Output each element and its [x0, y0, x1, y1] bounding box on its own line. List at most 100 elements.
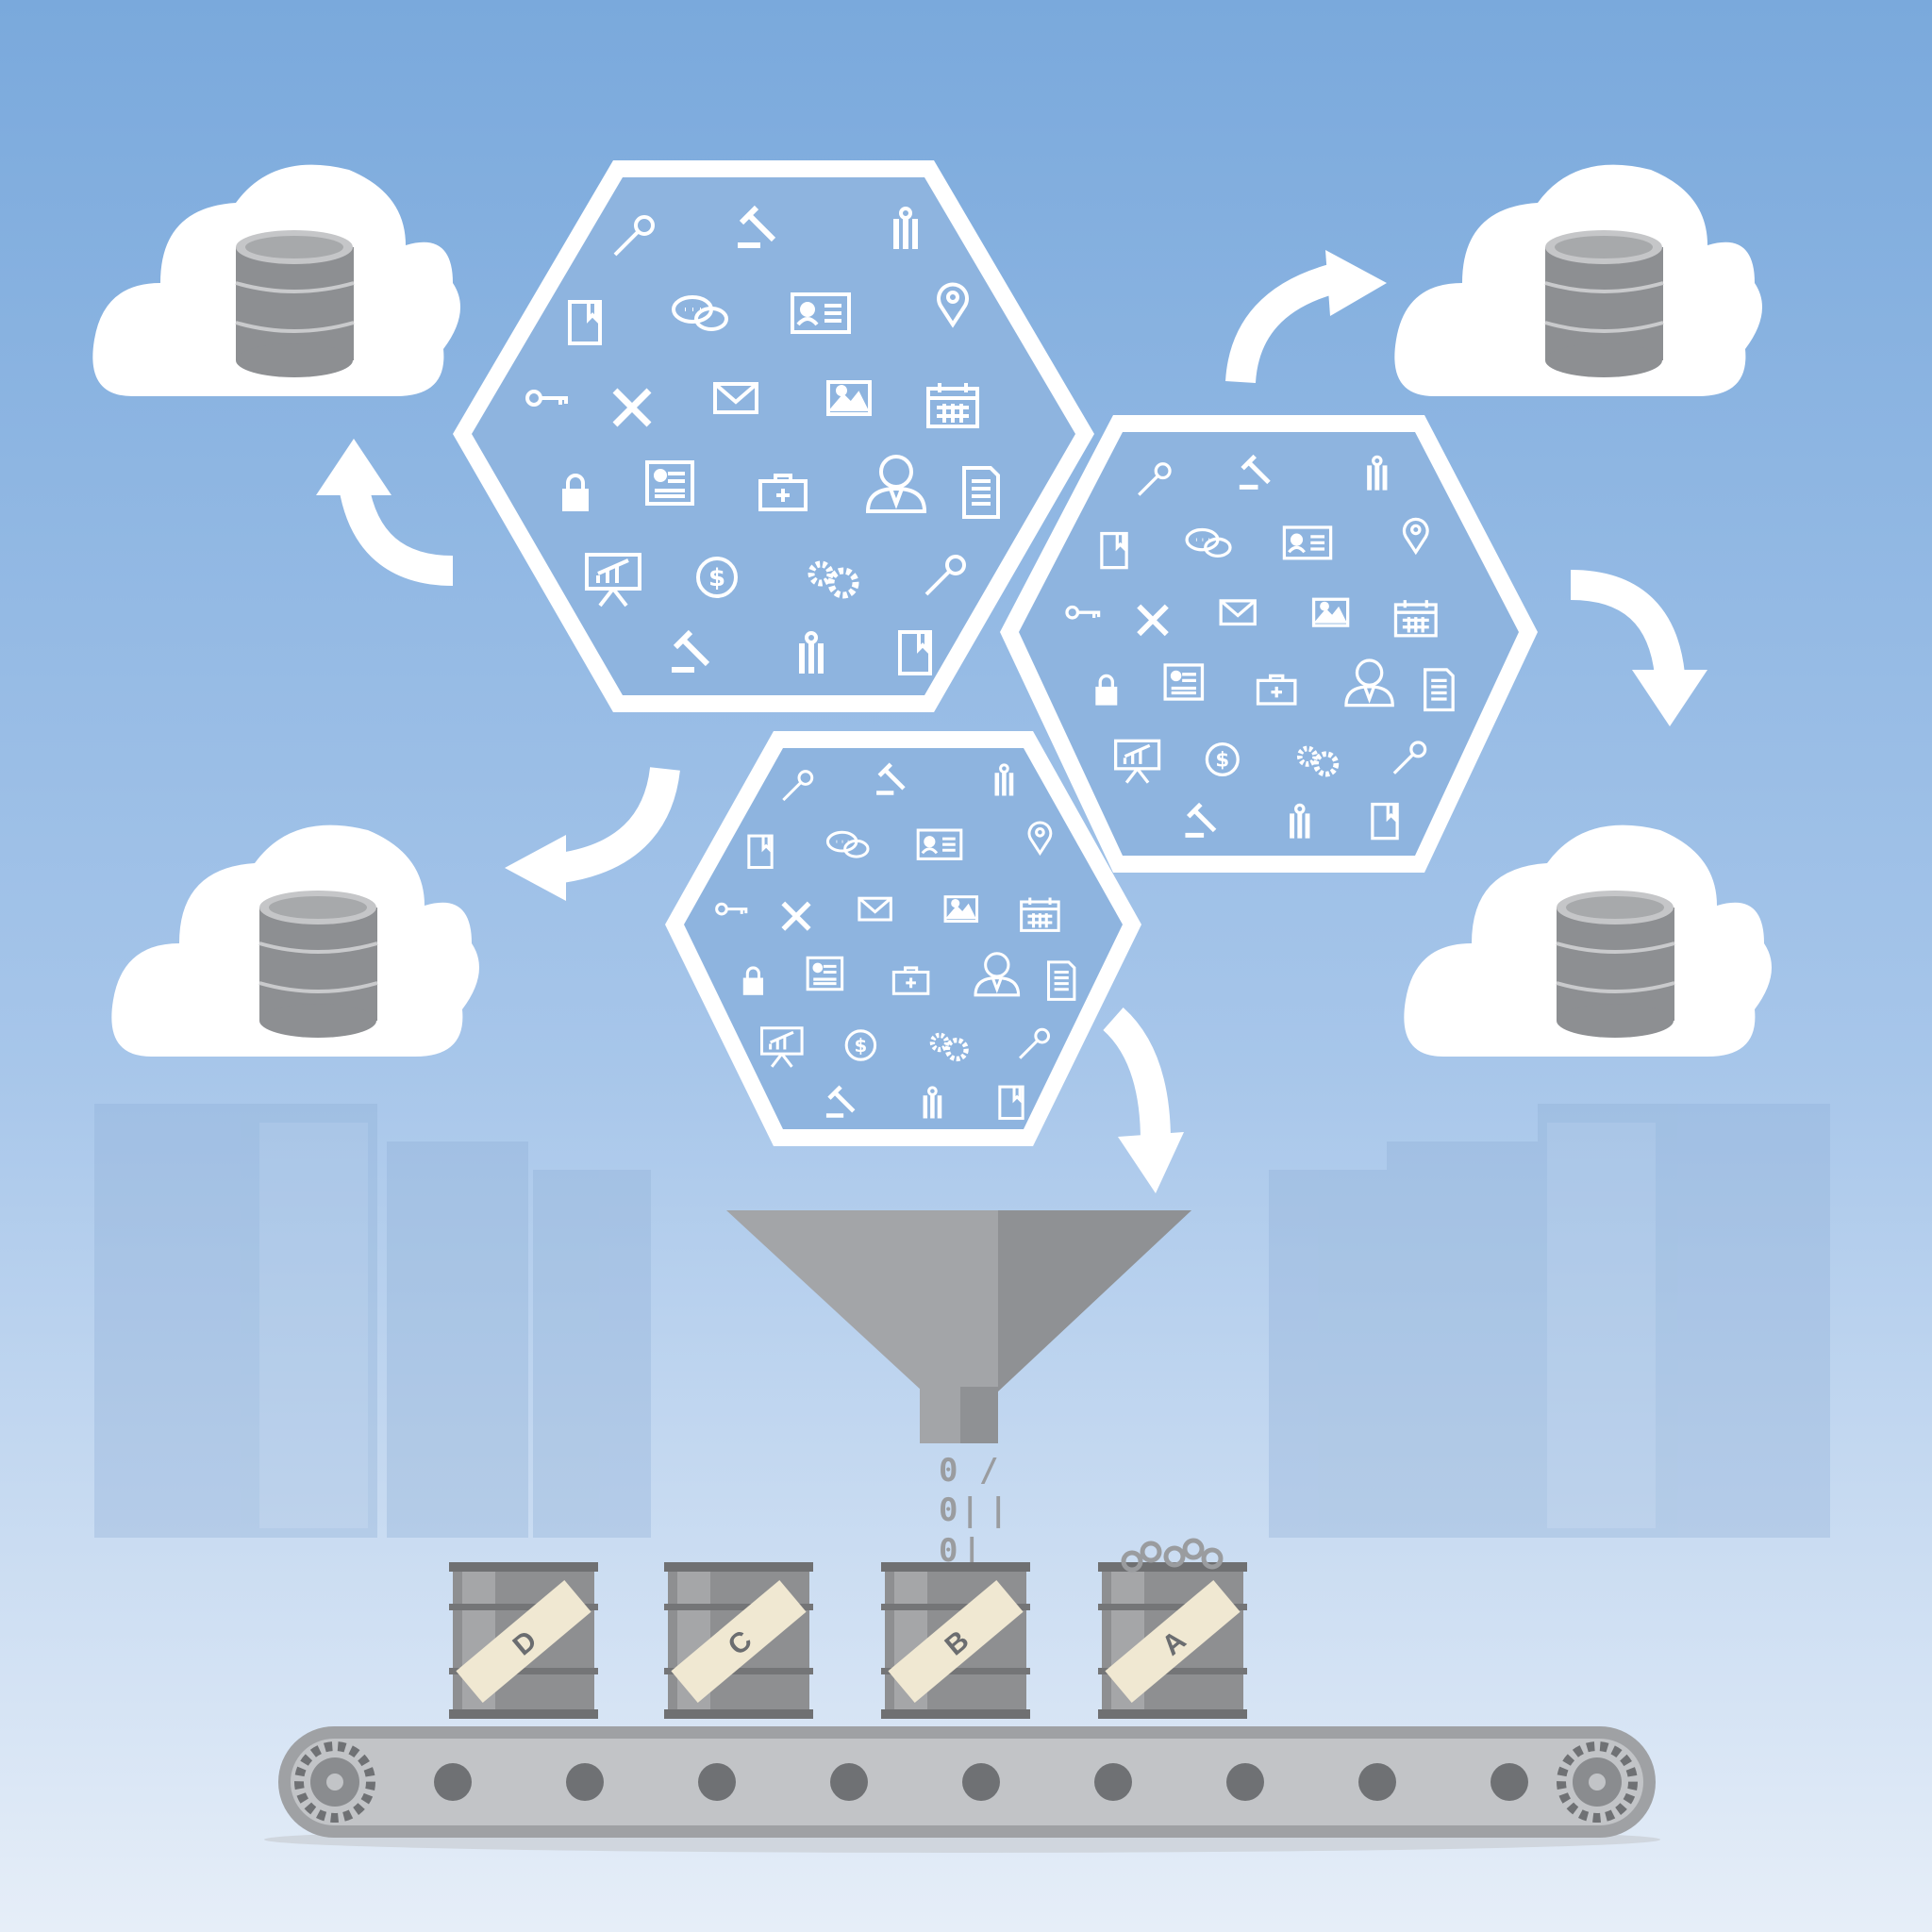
barrel-d: D: [449, 1562, 598, 1719]
user-icon: [974, 952, 1021, 997]
medical-kit-icon: [758, 474, 808, 511]
svg-text:$: $: [1215, 748, 1229, 772]
tools-icon: [1137, 604, 1169, 637]
profile-card-icon: [1163, 663, 1205, 701]
book-icon: [1371, 802, 1399, 841]
document-icon: [962, 466, 1000, 519]
map-pin-icon: [1402, 517, 1429, 556]
binary-digit: 0: [939, 1452, 958, 1490]
gears-icon: [808, 560, 859, 599]
binary-digit: 0: [939, 1532, 958, 1570]
barrel-c: C: [664, 1562, 813, 1719]
profile-card-icon: [806, 956, 844, 991]
label-tape: D: [456, 1579, 591, 1704]
keys-icon: [893, 207, 918, 249]
cloud-database-bottom-left: [111, 824, 479, 1057]
roller: [698, 1763, 736, 1801]
key-icon: [525, 390, 568, 407]
chat-bubbles-icon: [825, 830, 870, 858]
svg-text:$: $: [855, 1035, 868, 1057]
label-tape: A: [1105, 1579, 1241, 1704]
database-icon: [258, 891, 378, 1038]
map-pin-icon: [1027, 821, 1053, 857]
dollar-icon: $: [1205, 741, 1240, 777]
wrench-icon: [782, 770, 814, 802]
wrench-icon: [1138, 462, 1172, 496]
keys-icon: [923, 1086, 942, 1119]
map-pin-icon: [937, 282, 969, 328]
database-icon: [235, 230, 355, 377]
id-card-icon: [791, 292, 851, 334]
icon-cluster: $: [525, 205, 1000, 675]
cloud-database-top-right: [1394, 164, 1762, 396]
book-icon: [1100, 531, 1128, 570]
calendar-icon: [1020, 897, 1060, 932]
roller: [1491, 1763, 1528, 1801]
dollar-icon: $: [844, 1029, 877, 1061]
wrench-icon: [1392, 741, 1427, 774]
presentation-chart-icon: [1113, 739, 1161, 784]
book-icon: [898, 630, 932, 675]
medical-kit-icon: [891, 966, 930, 995]
arrow-to-funnel: [1102, 1008, 1184, 1193]
roller: [1226, 1763, 1264, 1801]
arrow-to-bottom-right-cloud: [1570, 570, 1707, 726]
binary-digit: /: [979, 1452, 998, 1490]
medical-kit-icon: [1256, 674, 1297, 706]
arrow-to-top-left-cloud: [316, 439, 454, 586]
wrench-icon: [1019, 1027, 1051, 1059]
key-icon: [1065, 605, 1101, 620]
lock-icon: [562, 474, 589, 511]
image-icon: [1311, 597, 1350, 627]
binary-digit: |: [962, 1532, 981, 1570]
label-tape: C: [671, 1579, 807, 1704]
keys-icon: [994, 763, 1014, 796]
conveyor-belt: [264, 1726, 1660, 1853]
roller: [830, 1763, 868, 1801]
roller: [566, 1763, 604, 1801]
belt-rollers: [434, 1763, 1528, 1801]
envelope-icon: [858, 896, 892, 922]
image-icon: [943, 895, 979, 924]
book-icon: [568, 300, 602, 345]
binary-digit: |: [989, 1491, 1008, 1529]
wrench-icon: [924, 555, 966, 596]
icon-cluster: $: [1065, 454, 1455, 841]
server-racks-left: [94, 1104, 651, 1538]
roller: [1358, 1763, 1396, 1801]
id-card-icon: [916, 828, 963, 860]
keys-icon: [1290, 803, 1310, 839]
barrel-a: A: [1098, 1562, 1247, 1719]
binary-digit: 0: [939, 1491, 958, 1529]
key-icon: [715, 902, 748, 916]
svg-text:$: $: [708, 564, 725, 592]
image-icon: [826, 380, 872, 416]
gavel-icon: [876, 762, 906, 795]
roller: [1094, 1763, 1132, 1801]
calendar-icon: [926, 383, 979, 428]
arrow-to-top-right-cloud: [1225, 250, 1387, 384]
id-card-icon: [1282, 525, 1333, 560]
gear-icon: [294, 1741, 375, 1823]
chat-bubbles-icon: [672, 295, 728, 331]
user-icon: [1344, 658, 1394, 708]
icon-hexagon-large: $: [453, 160, 1094, 712]
label-tape: B: [888, 1579, 1024, 1704]
dollar-icon: $: [696, 557, 738, 598]
gavel-icon: [1185, 802, 1217, 838]
icon-hexagon-bottom: $: [665, 731, 1141, 1146]
envelope-icon: [1219, 599, 1257, 626]
data-funnel: [726, 1210, 1191, 1443]
gear-icon: [1557, 1741, 1638, 1823]
envelope-icon: [713, 382, 758, 414]
icon-cluster: $: [715, 762, 1076, 1121]
book-icon: [998, 1085, 1024, 1121]
gavel-icon: [1239, 454, 1271, 490]
profile-card-icon: [645, 460, 694, 506]
cloud-database-top-left: [92, 164, 460, 396]
binary-overflow: [1121, 1538, 1224, 1573]
barrel-b: B: [881, 1562, 1030, 1719]
cloud-database-bottom-right: [1404, 824, 1772, 1057]
